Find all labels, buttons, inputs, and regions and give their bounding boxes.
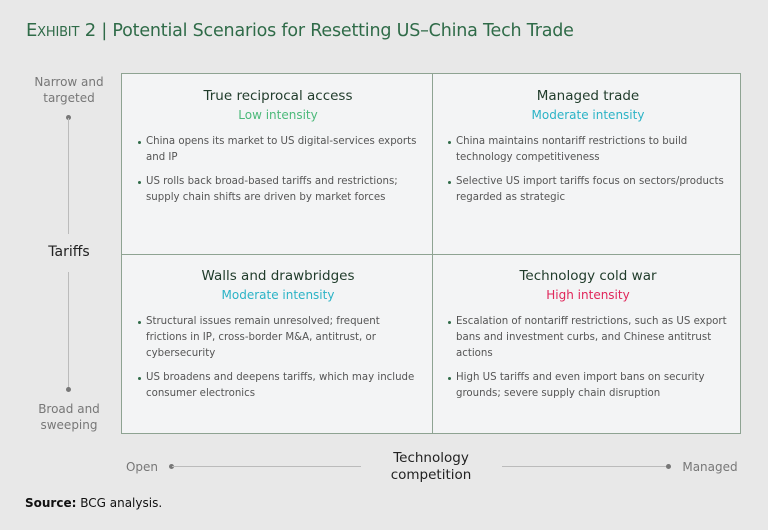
horizontal-divider bbox=[122, 254, 740, 255]
bullet: US broadens and deepens tariffs, which m… bbox=[138, 370, 420, 402]
intensity-label: Moderate intensity bbox=[221, 288, 335, 302]
intensity-label: High intensity bbox=[546, 288, 630, 302]
x-axis-label: Technology competition bbox=[390, 450, 472, 483]
x-axis-line-right bbox=[502, 466, 668, 467]
x-axis-right-label: Managed bbox=[682, 460, 738, 474]
y-axis-line-top bbox=[68, 118, 69, 234]
y-axis-top-dot bbox=[66, 115, 71, 120]
y-axis-bottom-label: Broad and sweeping bbox=[38, 402, 100, 432]
x-axis-left-dot bbox=[169, 464, 174, 469]
source-label: Source: bbox=[25, 496, 77, 510]
x-axis-right-dot bbox=[666, 464, 671, 469]
scenario-matrix: True reciprocal access Low intensity Chi… bbox=[121, 73, 741, 434]
quadrant-managed-trade: Managed trade Moderate intensity China m… bbox=[432, 74, 742, 254]
bullet: Selective US import tariffs focus on sec… bbox=[448, 174, 730, 206]
source-note: Source: BCG analysis. bbox=[25, 496, 162, 510]
bullet: China opens its market to US digital-ser… bbox=[138, 134, 420, 166]
y-axis-label: Tariffs bbox=[48, 244, 90, 260]
y-axis-line-bottom bbox=[68, 272, 69, 389]
exhibit-number: Exhibit 2 bbox=[26, 20, 96, 41]
bullet: Escalation of nontariff restrictions, su… bbox=[448, 314, 730, 362]
title-text: Potential Scenarios for Resetting US–Chi… bbox=[112, 21, 574, 41]
vertical-divider bbox=[432, 74, 433, 433]
x-axis-left-label: Open bbox=[125, 460, 159, 474]
quadrant-title: Technology cold war bbox=[519, 268, 657, 284]
quadrant-technology-cold-war: Technology cold war High intensity Escal… bbox=[432, 254, 742, 434]
quadrant-title: Managed trade bbox=[536, 88, 640, 104]
bullet: Structural issues remain unresolved; fre… bbox=[138, 314, 420, 362]
source-text: BCG analysis. bbox=[80, 496, 163, 510]
quadrant-title: Walls and drawbridges bbox=[201, 268, 355, 284]
quadrant-walls-and-drawbridges: Walls and drawbridges Moderate intensity… bbox=[122, 254, 432, 434]
title-separator: | bbox=[101, 21, 108, 41]
exhibit-title: Exhibit 2 | Potential Scenarios for Rese… bbox=[26, 20, 574, 41]
intensity-label: Moderate intensity bbox=[531, 108, 645, 122]
bullet: US rolls back broad-based tariffs and re… bbox=[138, 174, 420, 206]
bullet: China maintains nontariff restrictions t… bbox=[448, 134, 730, 166]
quadrant-true-reciprocal-access: True reciprocal access Low intensity Chi… bbox=[122, 74, 432, 254]
y-axis-top-label: Narrow and targeted bbox=[34, 75, 104, 105]
y-axis-bottom-dot bbox=[66, 387, 71, 392]
bullet: High US tariffs and even import bans on … bbox=[448, 370, 730, 402]
intensity-label: Low intensity bbox=[238, 108, 318, 122]
x-axis-line-left bbox=[172, 466, 361, 467]
quadrant-title: True reciprocal access bbox=[203, 88, 353, 104]
